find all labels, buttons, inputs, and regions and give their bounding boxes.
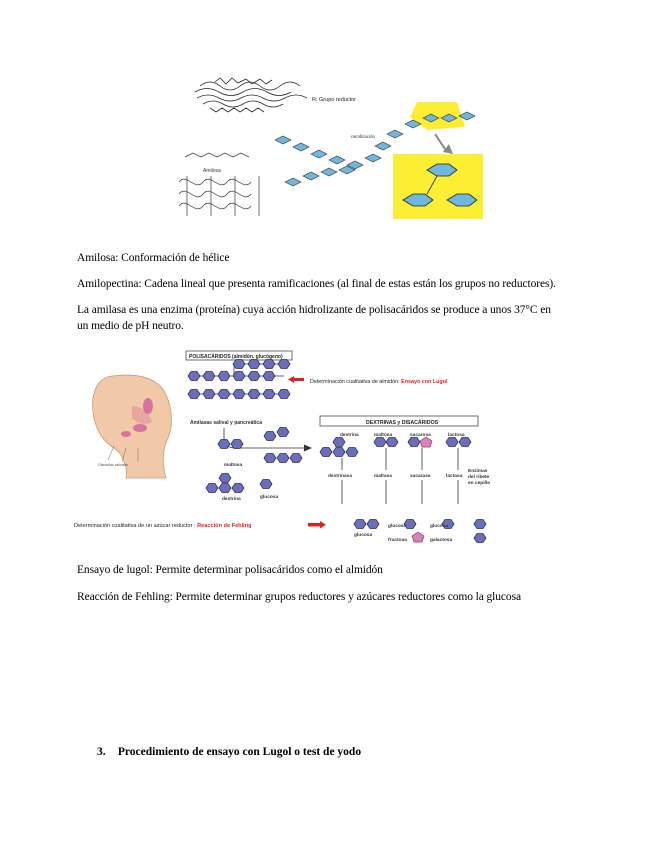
svg-text:sacarasa: sacarasa — [410, 473, 431, 479]
amylopectin-chain — [274, 111, 476, 187]
svg-text:Enzimas: Enzimas — [468, 468, 488, 474]
amilasa-paragraph-line1: La amilasa es una enzima (proteína) cuya… — [77, 304, 551, 316]
svg-text:glucosa: glucosa — [388, 523, 406, 529]
head-salivary-glands-illustration: Glándulas salivales — [92, 374, 172, 479]
svg-text:en cepillo: en cepillo — [468, 480, 490, 486]
svg-text:sacarosa: sacarosa — [410, 432, 431, 438]
dextrinas-box — [319, 415, 479, 427]
polysaccharide-digestion-figure: Glándulas salivales POLISACÁRIDOS (almid… — [74, 350, 490, 543]
amylose-helix — [178, 152, 260, 216]
enzyme-arrows — [341, 448, 459, 504]
highlight-top — [410, 102, 465, 130]
svg-text:dextrinasa: dextrinasa — [328, 473, 352, 479]
left-products — [205, 427, 303, 493]
section-title: Procedimiento de ensayo con Lugol o test… — [117, 746, 362, 758]
gland-caption: Glándulas salivales — [98, 463, 128, 467]
amylopectin-sketch — [194, 77, 308, 113]
enzyme-labels: dextrinasa maltasa sacarasa lactasa — [328, 473, 463, 479]
highlight-small — [393, 198, 401, 216]
svg-text:dextrina: dextrina — [340, 432, 359, 438]
branch-label: ramificación — [351, 134, 376, 139]
maltosa-label: maltosa — [224, 462, 242, 468]
amylose-label: Amilosa — [203, 168, 221, 174]
dextrinas-title: DEXTRINAS y DISACÁRIDOS — [366, 419, 439, 426]
reducing-group-label: R: Grupo reductor — [312, 97, 356, 103]
glucosa-label: glucosa — [260, 494, 278, 500]
fructose-pentagon-product — [411, 531, 425, 543]
svg-text:maltosa: maltosa — [374, 432, 392, 438]
section-number: 3. — [97, 746, 106, 758]
svg-text:glucosa: glucosa — [354, 532, 372, 538]
final-product-labels: glucosa glucosa glucosa fructosa galacto… — [354, 523, 452, 543]
lugol-test-label: Ensayo con Lugol — [401, 379, 448, 385]
enzimas-note: Enzimas del ribete en cepillo — [468, 468, 490, 486]
fructose-pentagon — [419, 436, 433, 448]
svg-text:glucosa: glucosa — [430, 523, 448, 529]
amilopectina-paragraph: Amilopectina: Cadena lineal que presenta… — [77, 278, 556, 290]
dextrina-label: dextrina — [222, 496, 241, 502]
magnify-arrow — [434, 133, 448, 153]
svg-text:maltasa: maltasa — [374, 473, 392, 479]
svg-text:galactosa: galactosa — [430, 537, 452, 543]
svg-text:fructosa: fructosa — [388, 537, 407, 543]
column-labels: dextrina maltosa sacarosa lactosa — [340, 432, 465, 438]
magnified-glucose-rings — [402, 163, 478, 207]
fehling-paragraph: Reacción de Fehling: Permite determinar … — [77, 591, 521, 603]
section-3-heading: 3. Procedimiento de ensayo con Lugol o t… — [97, 746, 361, 758]
svg-text:lactasa: lactasa — [446, 473, 463, 479]
fehling-test-label: Reacción de Fehling — [197, 523, 252, 529]
amilasa-paragraph-line2: un medio de pH neutro. — [77, 320, 184, 332]
amilasas-label: Amilasas salival y pancreática — [190, 420, 262, 426]
lugol-arrow — [288, 376, 304, 383]
final-products — [353, 519, 487, 543]
amilosa-paragraph: Amilosa: Conformación de hélice — [77, 252, 230, 264]
polisacaridos-title: POLISACÁRIDOS (almidón, glucógeno) — [189, 353, 283, 360]
svg-text:lactosa: lactosa — [448, 432, 465, 438]
lugol-determination-label: Determinación cualitativa de almidón: En… — [310, 379, 448, 385]
fehling-determination-label: Determinación cualitativa de un azúcar r… — [74, 523, 252, 529]
column-molecules — [319, 436, 472, 457]
fehling-arrow — [308, 521, 326, 529]
lugol-paragraph: Ensayo de lugol: Permite determinar poli… — [77, 564, 383, 576]
polysaccharide-chains — [187, 359, 291, 399]
svg-text:del ribete: del ribete — [468, 474, 490, 480]
amylose-amylopectin-figure: R: Grupo reductor ramificación — [178, 77, 483, 219]
